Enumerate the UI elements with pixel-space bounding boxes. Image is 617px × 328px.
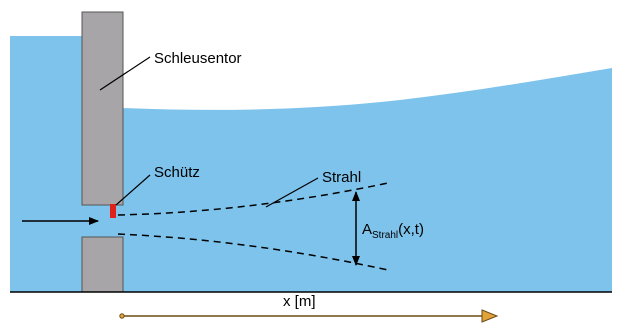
jet-lower-boundary <box>117 233 389 271</box>
axis-origin-dot <box>119 313 125 319</box>
gate-upper <box>81 11 124 206</box>
schleusentor-leader <box>99 56 151 91</box>
schuetz-label: Schütz <box>154 164 200 181</box>
schuetz-marker <box>110 204 116 218</box>
area-sub: Strahl <box>372 230 398 241</box>
downstream-water <box>123 68 612 292</box>
schuetz-leader <box>115 174 151 206</box>
jet-upper-boundary <box>117 182 389 216</box>
strahl-leader <box>265 177 319 208</box>
gate-lower <box>81 236 124 293</box>
upstream-water <box>10 36 82 292</box>
schleusentor-label: Schleusentor <box>154 50 242 67</box>
area-label: AStrahl(x,t) <box>362 221 424 241</box>
area-main: A <box>362 221 372 238</box>
axis-arrow-icon <box>481 309 499 323</box>
axis-label: x [m] <box>283 293 316 310</box>
area-args: (x,t) <box>398 221 424 238</box>
strahl-label: Strahl <box>322 169 361 186</box>
